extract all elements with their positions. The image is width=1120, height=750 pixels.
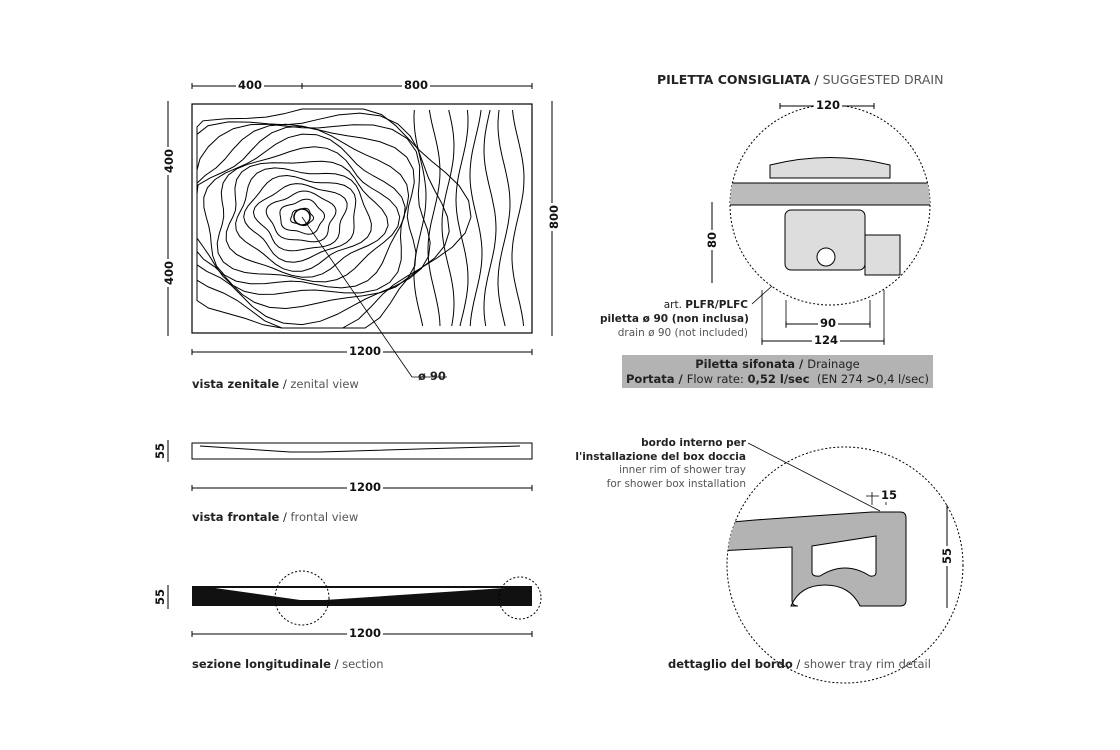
drain-illustration (730, 157, 930, 276)
contour-line (290, 207, 315, 227)
label-it: dettaglio del bordo (668, 657, 793, 671)
drain-info-box: Piletta sifonata / Drainage Portata / Fl… (622, 355, 933, 388)
contour-line (441, 109, 455, 327)
drain-note: art. PLFR/PLFC piletta ø 90 (non inclusa… (600, 298, 749, 340)
rim-dim-width: 15 (879, 488, 900, 502)
drain-art: art. PLFR/PLFC (600, 298, 748, 312)
info-en: Drainage (807, 357, 860, 371)
art-prefix: art. (663, 299, 686, 311)
contour-line (455, 109, 469, 327)
contour-line (469, 109, 483, 327)
contour-line (225, 160, 389, 278)
label-sep: / (792, 657, 804, 671)
rim-note-it-2: l'installazione del box doccia (575, 450, 746, 463)
info-line-1: Piletta sifonata / Drainage (622, 357, 933, 372)
drain-dim-height: 80 (705, 229, 720, 251)
label-it: sezione longitudinale (192, 657, 331, 671)
norm: (EN 274 (816, 372, 867, 386)
contour-line (413, 109, 427, 327)
norm-value: 0,4 l/sec) (876, 372, 929, 386)
contour-line (497, 109, 511, 327)
dim-left-top: 400 (162, 146, 177, 176)
contour-line (203, 133, 406, 289)
title-en: SUGGESTED DRAIN (822, 72, 944, 87)
title-sep: / (810, 72, 823, 87)
section-dim-width: 1200 (347, 626, 384, 640)
frontal-dim-width: 1200 (347, 480, 384, 494)
drain-dim-inner: 90 (818, 316, 839, 330)
tray-top-outline (191, 103, 533, 334)
rim-detail-label: dettaglio del bordo / shower tray rim de… (668, 657, 931, 671)
label-it: vista zenitale (192, 377, 280, 391)
contour-line (196, 123, 417, 310)
contour-line (196, 108, 472, 329)
label-sep: / (279, 510, 291, 524)
tray-front-outline (191, 442, 533, 460)
contour-line (427, 109, 441, 327)
rim-note: bordo interno per l'installazione del bo… (560, 437, 746, 491)
rim-detail-circle (726, 446, 964, 684)
contour-line (265, 190, 337, 243)
section-view-label: sezione longitudinale / section (192, 657, 384, 671)
dim-left-bottom: 400 (162, 258, 177, 288)
contour-line (235, 167, 372, 272)
drain-title: PILETTA CONSIGLIATA / SUGGESTED DRAIN (657, 72, 943, 87)
frontal-view-label: vista frontale / frontal view (192, 510, 358, 524)
label-sep: / (279, 377, 291, 391)
tray-texture-contours (196, 108, 525, 329)
flow-rate: 0,52 l/sec (747, 372, 810, 386)
drain-note-en: drain ø 90 (not included) (617, 327, 748, 339)
info-it: Piletta sifonata / (695, 357, 808, 371)
rate-it: Portata / (626, 372, 687, 386)
section-dim-height: 55 (153, 586, 168, 608)
drain-dim-outer: 124 (812, 333, 841, 347)
title-it: PILETTA CONSIGLIATA (657, 72, 811, 87)
label-en: frontal view (290, 510, 359, 524)
label-sep: / (330, 657, 343, 671)
drain-hole (293, 208, 311, 226)
contour-line (483, 109, 497, 327)
frontal-dim-height: 55 (153, 440, 168, 462)
zenital-view-label: vista zenitale / zenital view (192, 377, 359, 391)
rim-note-en-2: for shower box installation (606, 477, 746, 490)
art-code: PLFR/PLFC (685, 299, 748, 311)
drain-note-it: piletta ø 90 (non inclusa) (600, 313, 749, 325)
label-it: vista frontale (192, 510, 280, 524)
contour-line (243, 174, 357, 263)
contour-line (252, 183, 348, 252)
drain-diameter: ø 90 (418, 369, 446, 383)
label-en: section (342, 657, 384, 671)
info-line-2: Portata / Flow rate: 0,52 l/sec (EN 274 … (622, 372, 933, 387)
drain-dim-top: 120 (814, 98, 843, 112)
dim-top-left: 400 (236, 78, 265, 92)
rim-note-en-1: inner rim of shower tray (619, 464, 746, 476)
norm-gt: > (866, 372, 877, 386)
label-en: shower tray rim detail (803, 657, 931, 671)
rate-en: Flow rate: (686, 372, 748, 386)
dim-bottom: 1200 (347, 344, 384, 358)
rim-note-it-1: bordo interno per (641, 437, 746, 449)
rim-dim-height: 55 (940, 545, 955, 567)
dim-right: 800 (547, 202, 562, 232)
contour-line (216, 146, 401, 283)
contour-line (279, 198, 325, 235)
contour-line (196, 125, 410, 295)
dim-top-right: 800 (402, 78, 431, 92)
rim-profile (727, 511, 907, 607)
contour-line (511, 109, 525, 327)
label-en: zenital view (290, 377, 359, 391)
